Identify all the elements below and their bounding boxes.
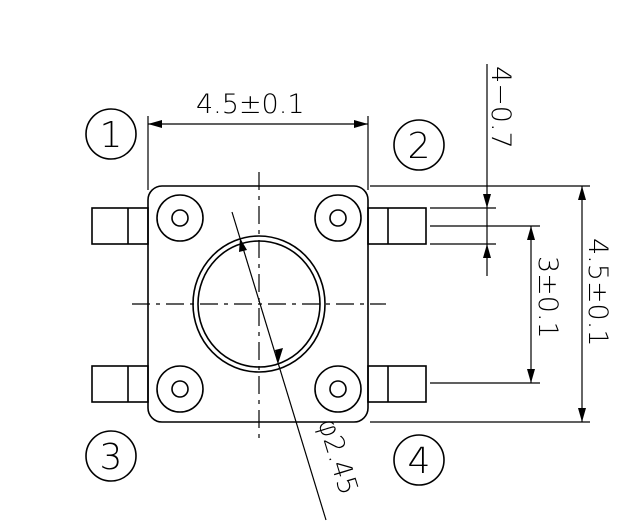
pin-width-label: 4−0.7: [485, 66, 516, 149]
svg-text:1: 1: [100, 115, 123, 156]
diameter-leader: [231, 211, 327, 521]
svg-text:2: 2: [408, 126, 431, 167]
button-inner-circle: [197, 240, 321, 368]
pin-3-marker: 3: [85, 430, 137, 482]
terminal-top-right: [367, 207, 427, 245]
top-width-label: 4.5±0.1: [196, 89, 305, 120]
mounting-hole-top-left: [156, 194, 204, 242]
pin-4-marker: 4: [393, 434, 445, 486]
pin-pitch-dimension: [430, 225, 540, 384]
svg-text:4: 4: [408, 441, 431, 482]
mounting-hole-top-right: [314, 194, 362, 242]
terminal-top-left: [91, 207, 149, 245]
right-height-dimension: [370, 185, 590, 423]
diameter-label: φ2.45: [311, 415, 363, 499]
pin-2-marker: 2: [393, 119, 445, 171]
terminal-bottom-right: [367, 365, 427, 403]
svg-text:3: 3: [100, 437, 123, 478]
pin-width-dimension: [430, 64, 496, 276]
right-height-label: 4.5±0.1: [582, 238, 613, 347]
button-outer-circle: [192, 235, 326, 373]
mounting-hole-bottom-left: [156, 365, 204, 413]
mounting-hole-bottom-right: [314, 365, 362, 413]
terminal-bottom-left: [91, 365, 149, 403]
pin-pitch-label: 3±0.1: [532, 256, 563, 339]
top-width-dimension: [147, 116, 369, 190]
pin-1-marker: 1: [85, 108, 137, 160]
